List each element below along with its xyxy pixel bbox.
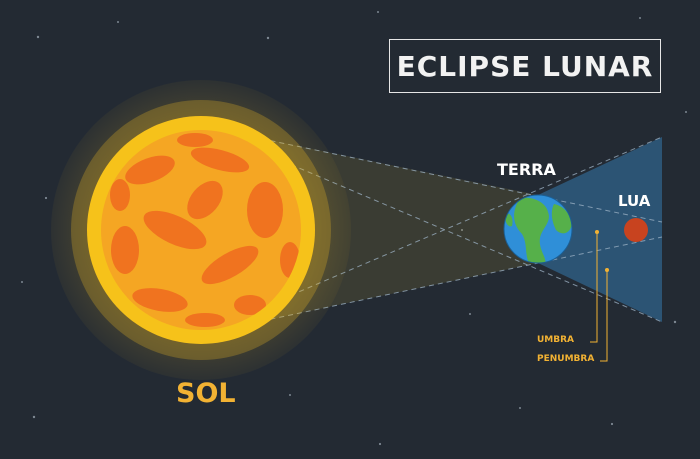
umbra-marker — [595, 230, 599, 234]
earth-label: TERRA — [497, 160, 556, 179]
title-box: ECLIPSE LUNAR — [389, 39, 661, 93]
leader-lines — [590, 232, 608, 362]
penumbra-label: PENUMBRA — [537, 354, 595, 364]
penumbra-marker — [605, 268, 609, 272]
moon-label: LUA — [618, 192, 651, 210]
sun-label: SOL — [176, 378, 236, 409]
moon — [624, 218, 648, 242]
penumbra-shadow — [538, 137, 662, 322]
umbra-label: UMBRA — [537, 335, 575, 345]
sun — [51, 80, 351, 380]
earth — [503, 194, 573, 264]
stars — [21, 11, 687, 446]
page-title: ECLIPSE LUNAR — [396, 49, 654, 83]
